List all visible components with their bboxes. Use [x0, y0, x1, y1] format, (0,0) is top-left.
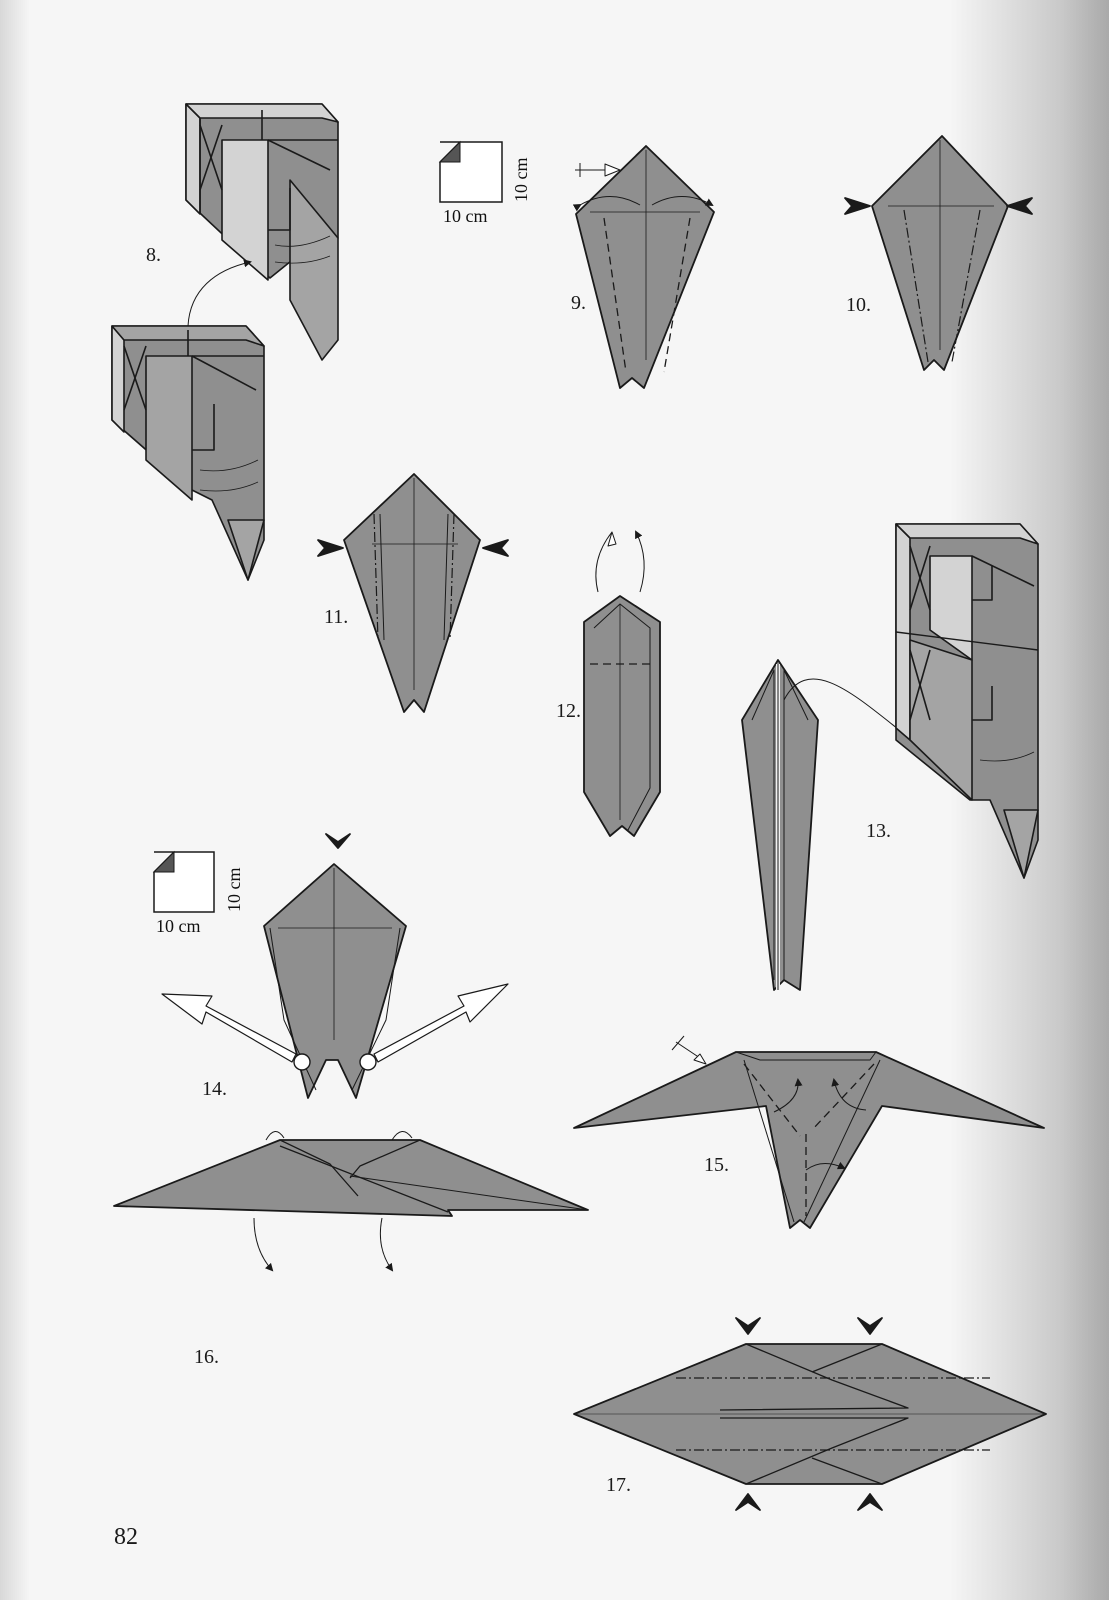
- step-13-transfer-arrow: [783, 678, 914, 742]
- step-16-label: 16.: [194, 1346, 219, 1368]
- page-gutter-shadow: [0, 0, 30, 1600]
- step-13-label: 13.: [866, 820, 891, 842]
- step-10-model: [844, 135, 1033, 371]
- step-13-model-box: [895, 523, 1039, 879]
- paper-size-icon-top: Pájaro 10 cm 10 cm: [438, 140, 531, 226]
- step-12-label: 12.: [556, 700, 581, 722]
- step-9-label: 9.: [571, 292, 586, 314]
- step-12-model: [583, 530, 661, 837]
- step-11-model: [317, 473, 509, 713]
- step-15-label: 15.: [704, 1154, 729, 1176]
- paper-icon-label-2: Pájaro: [157, 886, 194, 900]
- step-17-label: 17.: [606, 1474, 631, 1496]
- step-13-folded-piece: [741, 659, 819, 991]
- paper-icon-label: Pájaro: [443, 176, 480, 190]
- step-14-label: 14.: [202, 1078, 227, 1100]
- page-number: 82: [114, 1524, 138, 1550]
- step-8-model-bottom: [111, 325, 265, 581]
- step-10-label: 10.: [846, 294, 871, 316]
- step-11-label: 11.: [324, 606, 349, 628]
- step-17-model: [573, 1317, 1047, 1511]
- step-9-model: [572, 145, 715, 389]
- paper-height-label: 10 cm: [511, 158, 531, 203]
- paper-height-label-2: 10 cm: [224, 868, 244, 913]
- paper-size-icon-bottom: Pájaro 10 cm 10 cm: [152, 850, 244, 936]
- step-8-model-top: [185, 103, 339, 361]
- step-8-label: 8.: [146, 244, 161, 266]
- step-14-model: [161, 833, 509, 1099]
- paper-width-label-2: 10 cm: [156, 916, 201, 936]
- paper-width-label: 10 cm: [443, 206, 488, 226]
- step-15-model: [573, 1035, 1045, 1229]
- step-8-transfer-arrow: [187, 259, 252, 327]
- step-16-model: [113, 1131, 589, 1272]
